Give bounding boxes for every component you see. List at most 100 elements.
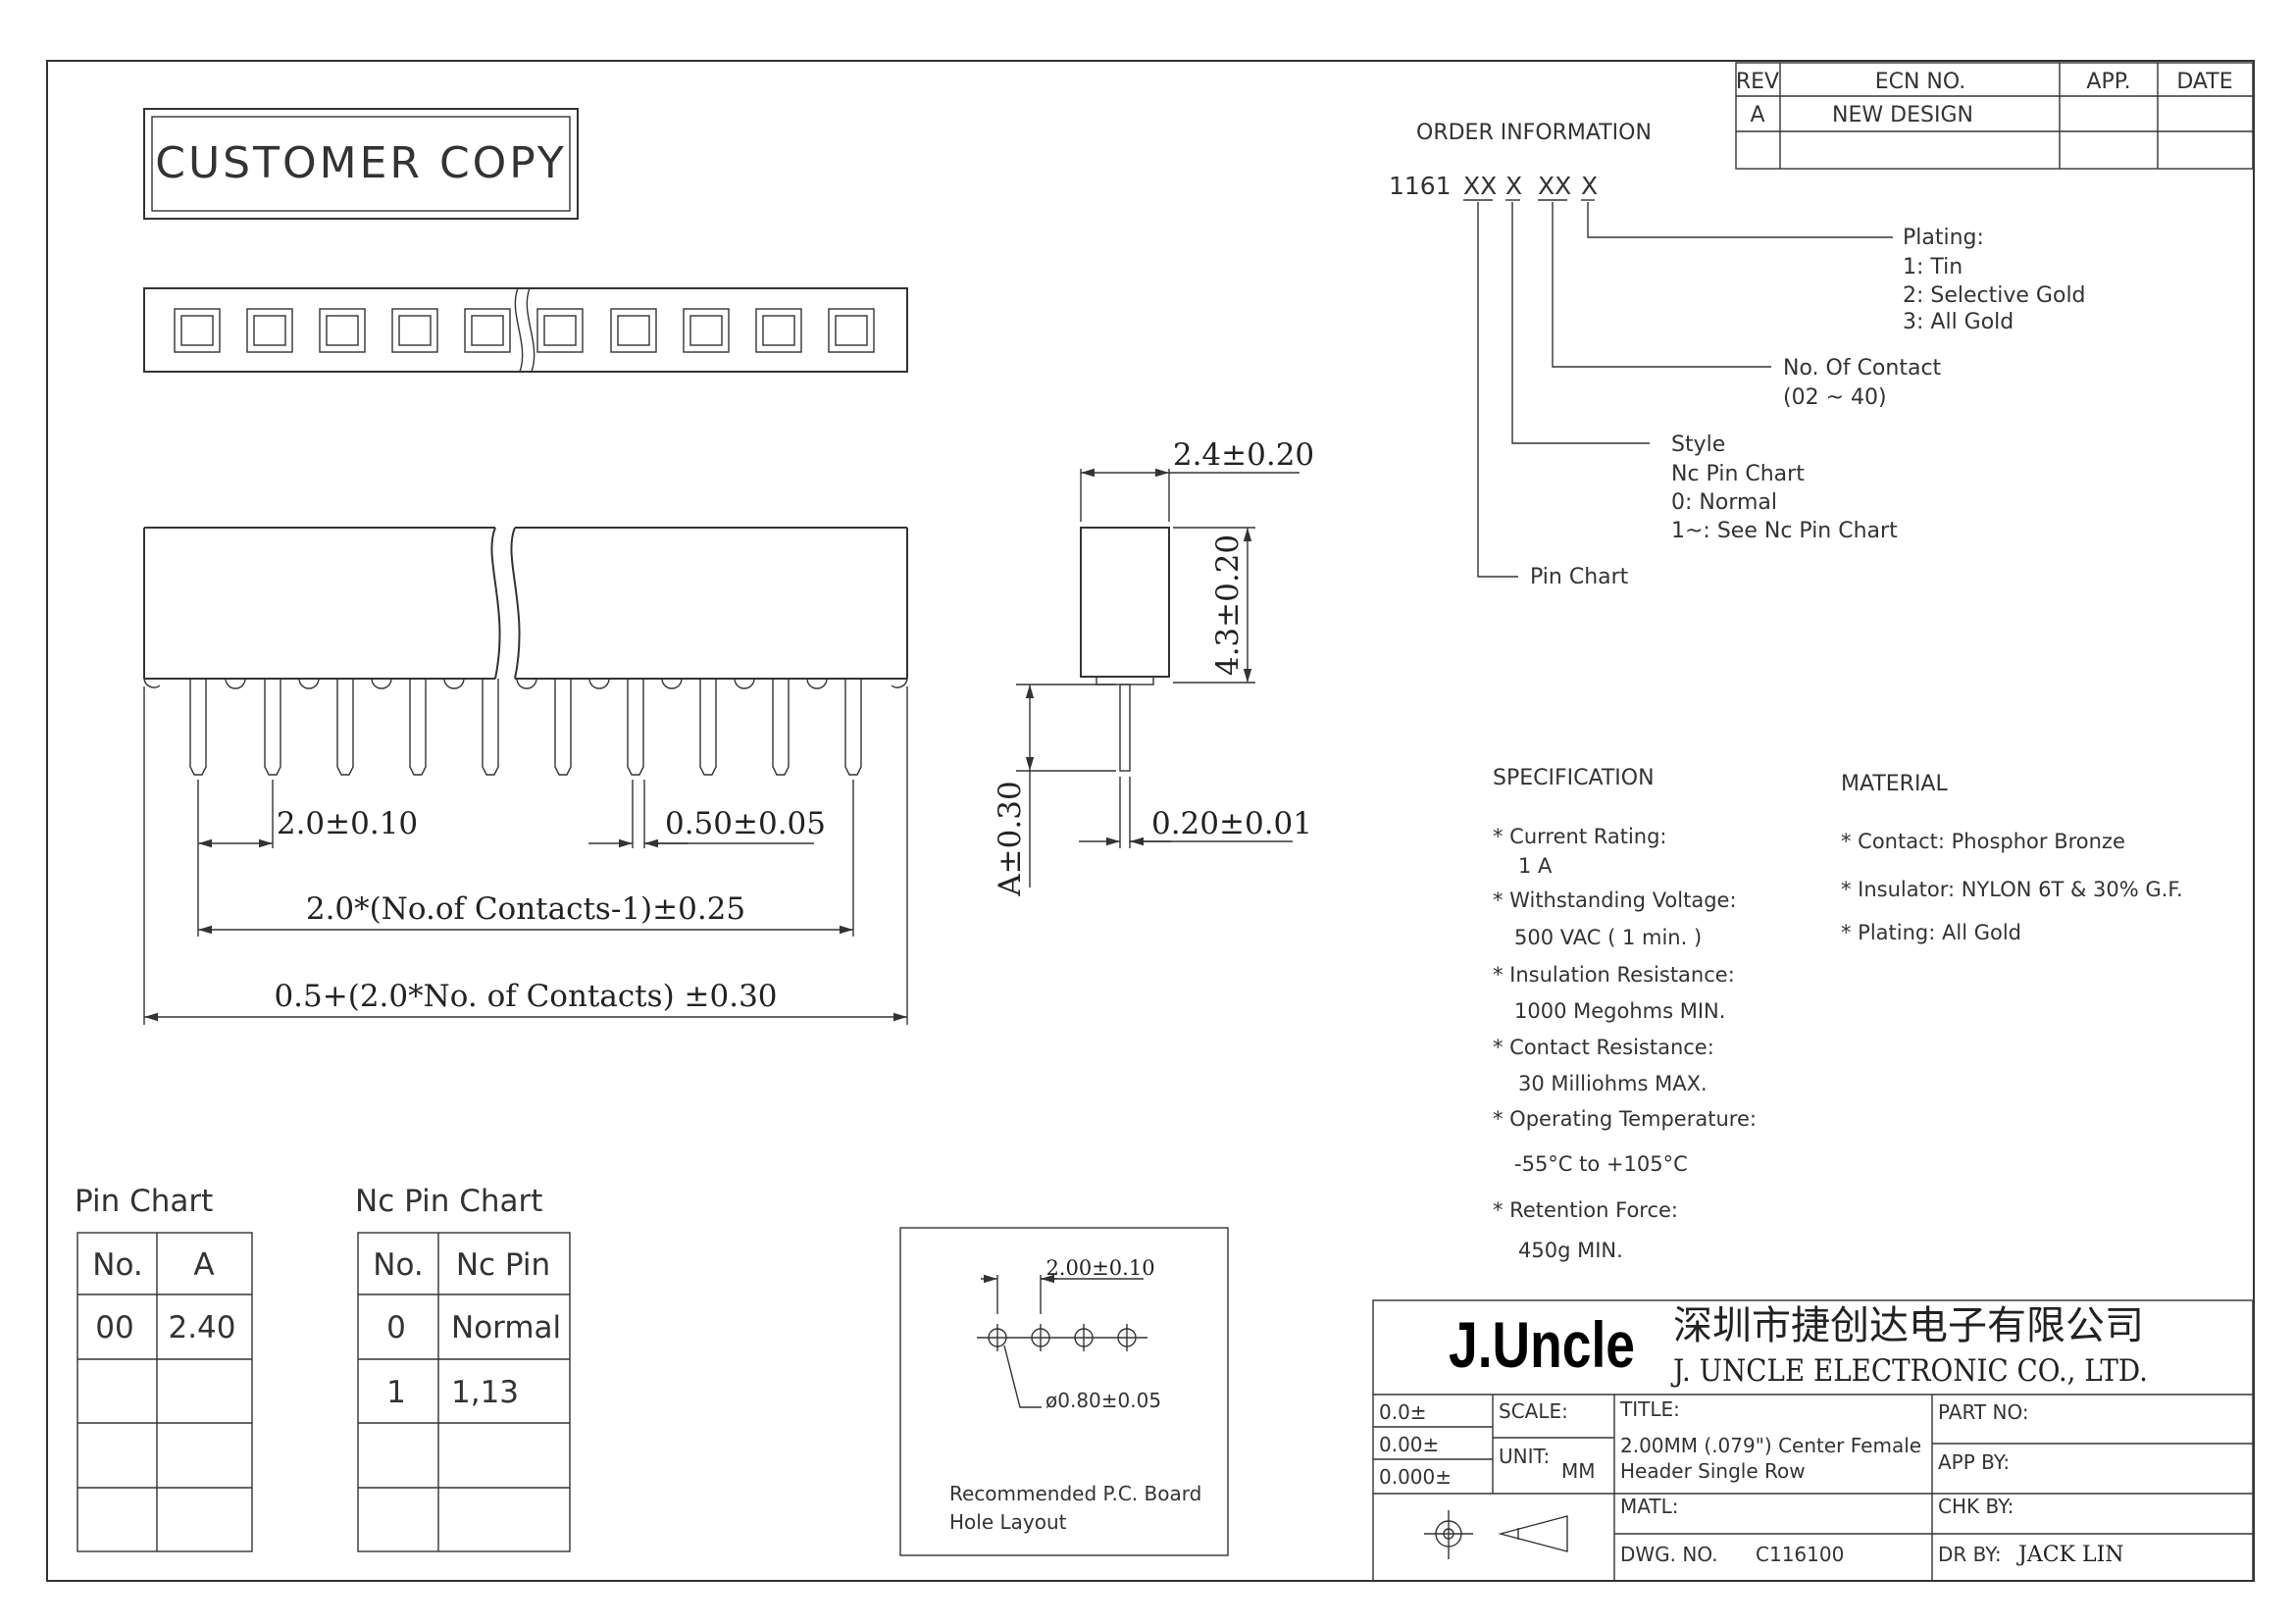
rev-header-date: DATE <box>2176 70 2232 94</box>
pin <box>336 679 354 776</box>
style-label: Style <box>1671 432 1725 457</box>
style-opt-2: 0: Normal <box>1671 490 1777 515</box>
plating-opt-2: 2: Selective Gold <box>1903 283 2086 308</box>
spec-line: 1000 Megohms MIN. <box>1514 999 1725 1023</box>
material-line: * Insulator: NYLON 6T & 30% G.F. <box>1841 878 2183 901</box>
contact-cell <box>174 308 221 353</box>
nc-pin-chart-title: Nc Pin Chart <box>355 1184 542 1219</box>
dim-overall: 0.5+(2.0*No. of Contacts) ±0.30 <box>274 979 777 1014</box>
svg-text:XX: XX <box>1538 172 1571 200</box>
pin-chart-cell: 00 <box>95 1310 133 1345</box>
spec-line: * Operating Temperature: <box>1493 1107 1757 1131</box>
rev-header-ecn: ECN NO. <box>1875 70 1966 94</box>
pcb-caption-2: Hole Layout <box>949 1510 1067 1534</box>
style-opt-3: 1~: See Nc Pin Chart <box>1671 519 1898 543</box>
contact-cell-inner <box>180 315 214 346</box>
nc-header-pin: Nc Pin <box>456 1247 550 1283</box>
material-line: * Contact: Phosphor Bronze <box>1841 830 2125 853</box>
spec-line: * Contact Resistance: <box>1493 1036 1714 1059</box>
pin <box>409 679 427 776</box>
title-label: TITLE: <box>1619 1397 1680 1421</box>
contacts-label: No. Of Contact <box>1783 356 1942 381</box>
tol-1: 0.0± <box>1379 1400 1427 1424</box>
dr-by-name: JACK LIN <box>2016 1543 2124 1567</box>
pin <box>264 679 281 776</box>
pin-gap-arc <box>734 678 755 689</box>
contact-cell <box>319 308 366 353</box>
plating-opt-1: 1: Tin <box>1903 255 1963 279</box>
contact-cell <box>464 308 511 353</box>
svg-text:1161: 1161 <box>1389 172 1452 200</box>
pin-gap-arc <box>298 678 320 689</box>
pin <box>554 679 572 776</box>
spec-line: * Retention Force: <box>1493 1198 1678 1222</box>
title-line-1: 2.00MM (.079") Center Female <box>1620 1434 1921 1457</box>
part-no-label: PART NO: <box>1938 1400 2029 1424</box>
dim-pin-width: 0.50±0.05 <box>665 806 826 841</box>
pin <box>482 679 499 776</box>
material-line: * Plating: All Gold <box>1841 921 2021 944</box>
contacts-range: (02 ~ 40) <box>1783 385 1887 410</box>
pin-chart-header-a: A <box>193 1247 214 1283</box>
svg-text:X: X <box>1581 172 1598 200</box>
pin-gap-arc <box>588 678 610 689</box>
revision-table <box>1735 62 2254 170</box>
top-view-cells <box>174 308 875 353</box>
order-code: 1161 XX X XX X <box>1389 172 1598 201</box>
spec-line: 1 A <box>1518 854 1553 878</box>
top-view <box>143 287 908 373</box>
pin-chart-table <box>76 1232 253 1552</box>
pin-gap-arc <box>443 678 465 689</box>
title-line-2: Header Single Row <box>1620 1459 1806 1483</box>
contact-cell <box>683 308 730 353</box>
pin-gap-arc <box>371 678 392 689</box>
customer-copy-stamp: CUSTOMER COPY <box>143 108 579 220</box>
pcb-pitch: 2.00±0.10 <box>1045 1256 1154 1280</box>
chk-by-label: CHK BY: <box>1938 1495 2014 1518</box>
contact-cell <box>610 308 657 353</box>
contact-cell <box>828 308 875 353</box>
company-name-en: J. UNCLE ELECTRONIC CO., LTD. <box>1670 1353 2148 1389</box>
nc-cell: 1,13 <box>451 1375 519 1410</box>
svg-text:XX: XX <box>1463 172 1497 200</box>
contact-cell <box>536 308 584 353</box>
pin-gap-arc <box>143 678 161 688</box>
front-view-pins <box>143 678 908 776</box>
dim-pin-thickness: 0.20±0.01 <box>1151 806 1312 841</box>
contact-cell-inner <box>253 315 286 346</box>
spec-title: SPECIFICATION <box>1493 766 1655 790</box>
nc-header-no: No. <box>373 1247 423 1283</box>
spec-line: 450g MIN. <box>1518 1239 1623 1262</box>
pcb-holes <box>988 1324 1137 1351</box>
order-title: ORDER INFORMATION <box>1416 121 1652 145</box>
matl-label: MATL: <box>1620 1495 1678 1518</box>
dwg-number: C116100 <box>1756 1543 1844 1566</box>
dim-tail: A±0.30 <box>993 781 1028 896</box>
dim-height: 4.3±0.20 <box>1210 534 1246 676</box>
unit-label: UNIT: <box>1499 1445 1550 1468</box>
dr-by-label: DR BY: <box>1938 1543 2002 1566</box>
pin <box>844 679 862 776</box>
spec-line: * Withstanding Voltage: <box>1493 888 1737 912</box>
pin-gap-arc <box>806 678 828 689</box>
pcb-hole-dim: ø0.80±0.05 <box>1045 1389 1161 1412</box>
rev-header-rev: REV <box>1736 70 1779 94</box>
front-view <box>143 527 908 680</box>
contact-cell <box>755 308 802 353</box>
contact-cell-inner <box>762 315 795 346</box>
company-name-cn: 深圳市捷创达电子有限公司 <box>1673 1303 2144 1348</box>
contact-cell-inner <box>471 315 504 346</box>
style-opt-1: Nc Pin Chart <box>1671 462 1805 486</box>
plating-opt-3: 3: All Gold <box>1903 310 2014 334</box>
spec-line: * Current Rating: <box>1493 825 1667 848</box>
rev-header-app: APP. <box>2086 70 2130 94</box>
customer-copy-text: CUSTOMER COPY <box>155 138 567 188</box>
spec-line: 500 VAC ( 1 min. ) <box>1514 926 1702 949</box>
plating-label: Plating: <box>1903 226 1984 250</box>
nc-cell: 0 <box>386 1310 406 1345</box>
pin-chart-cell: 2.40 <box>168 1310 235 1345</box>
spec-line: 30 Milliohms MAX. <box>1518 1072 1708 1095</box>
contact-cell <box>391 308 438 353</box>
pin-gap-arc <box>891 678 908 688</box>
